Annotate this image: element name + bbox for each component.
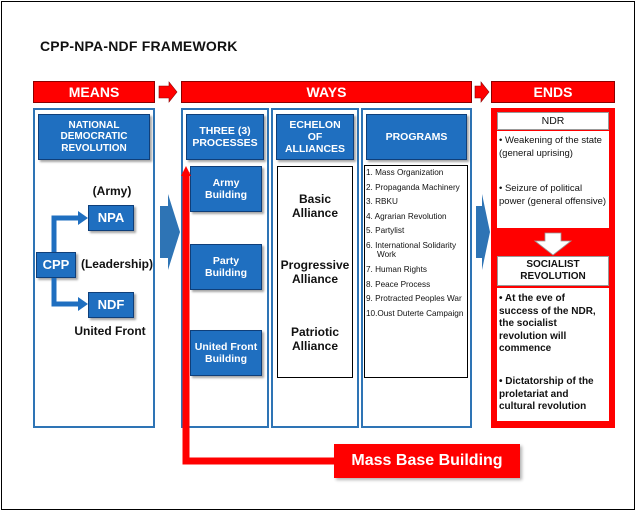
ndf-box: NDF	[88, 292, 134, 318]
ndr-content	[497, 131, 609, 228]
means-to-ways-arrow	[158, 81, 178, 103]
program-item: 7. Human Rights	[366, 265, 427, 275]
means-to-ways-flow-arrow	[160, 194, 180, 270]
socialist-title: SOCIALIST REVOLUTION	[520, 259, 586, 282]
socialist-content	[497, 288, 609, 421]
army-building-box: Army Building	[190, 166, 262, 212]
means-header: MEANS	[33, 81, 155, 103]
diagram-frame	[1, 1, 635, 510]
patriotic-alliance: Patriotic Alliance	[290, 325, 339, 354]
program-item: 3. RBKU	[366, 197, 398, 207]
programs-box	[364, 165, 468, 378]
ways-to-ends-flow-arrow	[476, 194, 490, 270]
ndr-item-1: • Weakening of the state (general uprisi…	[499, 135, 602, 159]
programs-list: 1. Mass Organization 2. Propaganda Machi…	[366, 168, 476, 324]
united-front-building-box: United Front Building	[190, 330, 262, 376]
diagram-title: CPP-NPA-NDF FRAMEWORK	[40, 38, 238, 54]
socialist-item-1: • At the eve of success of the NDR, the …	[499, 293, 596, 354]
leadership-label: (Leadership)	[80, 257, 153, 271]
cpp-to-npa-arrow	[51, 215, 78, 252]
alliances-header: ECHELON OF ALLIANCES	[276, 114, 354, 160]
ways-to-ends-arrow	[474, 81, 490, 103]
program-item: 2. Propaganda Machinery	[366, 182, 460, 192]
mass-base-building-label: Mass Base Building	[334, 444, 520, 478]
ndr-item-2: • Seizure of political power (general of…	[499, 183, 607, 207]
program-item: 6. International Solidarity Work	[366, 241, 457, 260]
party-building-box: Party Building	[190, 244, 262, 290]
program-item: 9. Protracted Peoples War	[366, 294, 462, 304]
alliances-box	[277, 166, 353, 378]
program-item: 8. Peace Process	[366, 279, 431, 289]
npa-box: NPA	[88, 205, 134, 231]
cpp-to-ndf-arrow	[51, 278, 78, 307]
processes-header: THREE (3) PROCESSES	[186, 114, 264, 160]
army-label: (Army)	[92, 184, 132, 198]
cpp-box: CPP	[36, 252, 76, 278]
united-front-label: United Front	[74, 324, 146, 338]
program-item: 1. Mass Organization	[366, 168, 444, 177]
ways-header: WAYS	[181, 81, 472, 103]
basic-alliance: Basic Alliance	[291, 192, 339, 221]
socialist-title-box	[497, 256, 609, 286]
ends-header: ENDS	[491, 81, 615, 103]
program-item: 4. Agrarian Revolution	[366, 211, 447, 221]
program-item: 5. Partylist	[366, 226, 405, 236]
ndr-box: NATIONAL DEMOCRATIC REVOLUTION	[38, 114, 150, 160]
socialist-item-2: • Dictatorship of the proletariat and cu…	[499, 376, 594, 412]
progressive-alliance: Progressive Alliance	[280, 258, 350, 287]
ndr-title: NDR	[497, 112, 609, 130]
program-item: 10.Oust Duterte Campaign	[366, 308, 464, 318]
programs-header: PROGRAMS	[366, 114, 467, 160]
